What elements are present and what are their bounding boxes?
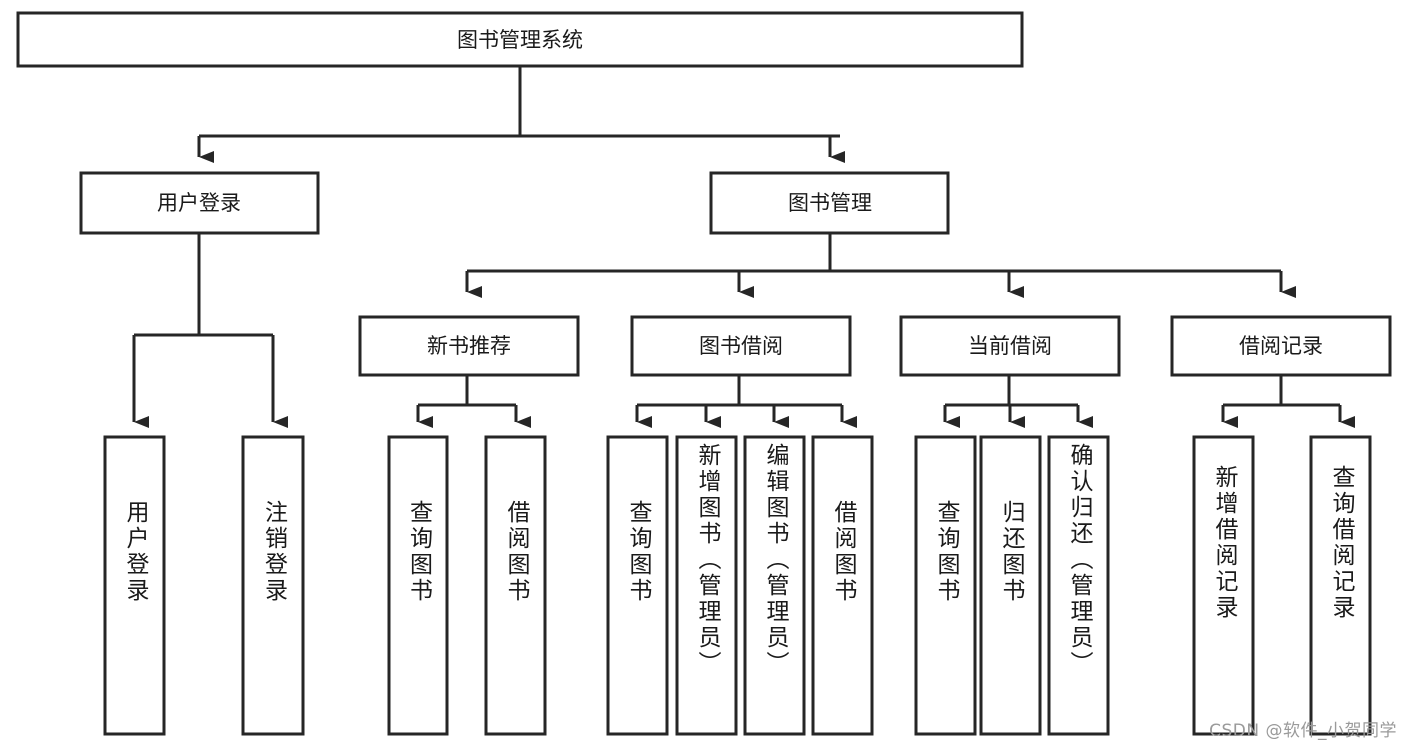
node-borrow-record[interactable]: 借阅记录: [1170, 315, 1392, 377]
connector-newbook-to-leaves: [416, 375, 531, 428]
node-leaf-user-login[interactable]: [103, 435, 166, 736]
node-leaf-return-book[interactable]: [979, 435, 1042, 736]
node-current-borrow-label: 当前借阅: [968, 334, 1052, 358]
node-leaf-query-book-2[interactable]: [606, 435, 669, 736]
node-leaf-borrow-book-1[interactable]: [484, 435, 547, 736]
node-leaf-query-book-3[interactable]: [914, 435, 977, 736]
node-root[interactable]: 图书管理系统: [16, 11, 1024, 68]
connector-currentborrow-to-leaves: [943, 375, 1093, 428]
node-book-borrow[interactable]: 图书借阅: [630, 315, 852, 377]
node-leaf-query-book-1[interactable]: [387, 435, 449, 736]
node-leaf-query-record[interactable]: [1309, 435, 1372, 736]
connector-userlogin-to-leaves: [132, 233, 288, 428]
node-leaf-logout-login[interactable]: [241, 435, 305, 736]
connector-borrowrecord-to-leaves: [1221, 375, 1355, 428]
node-leaf-edit-book[interactable]: [743, 435, 806, 736]
node-leaf-add-record[interactable]: [1192, 435, 1255, 736]
node-root-label: 图书管理系统: [457, 28, 583, 52]
csdn-watermark: CSDN @软件_小贺同学: [1209, 721, 1397, 741]
connector-root-to-level2: [197, 66, 845, 163]
node-leaf-borrow-book-2[interactable]: [811, 435, 874, 736]
node-current-borrow[interactable]: 当前借阅: [899, 315, 1121, 377]
node-leaf-add-book[interactable]: [675, 435, 738, 736]
node-user-login-label: 用户登录: [157, 191, 241, 215]
connector-bookmgmt-to-level3: [465, 233, 1296, 298]
node-user-login[interactable]: 用户登录: [79, 171, 320, 235]
connector-bookborrow-to-leaves: [635, 375, 857, 428]
node-book-management-label: 图书管理: [788, 191, 872, 215]
node-new-book-recommend-label: 新书推荐: [427, 334, 511, 358]
node-new-book-recommend[interactable]: 新书推荐: [358, 315, 580, 377]
node-book-borrow-label: 图书借阅: [699, 334, 783, 358]
node-leaf-confirm-return[interactable]: [1047, 435, 1110, 736]
node-borrow-record-label: 借阅记录: [1239, 334, 1323, 358]
node-book-management[interactable]: 图书管理: [709, 171, 950, 235]
